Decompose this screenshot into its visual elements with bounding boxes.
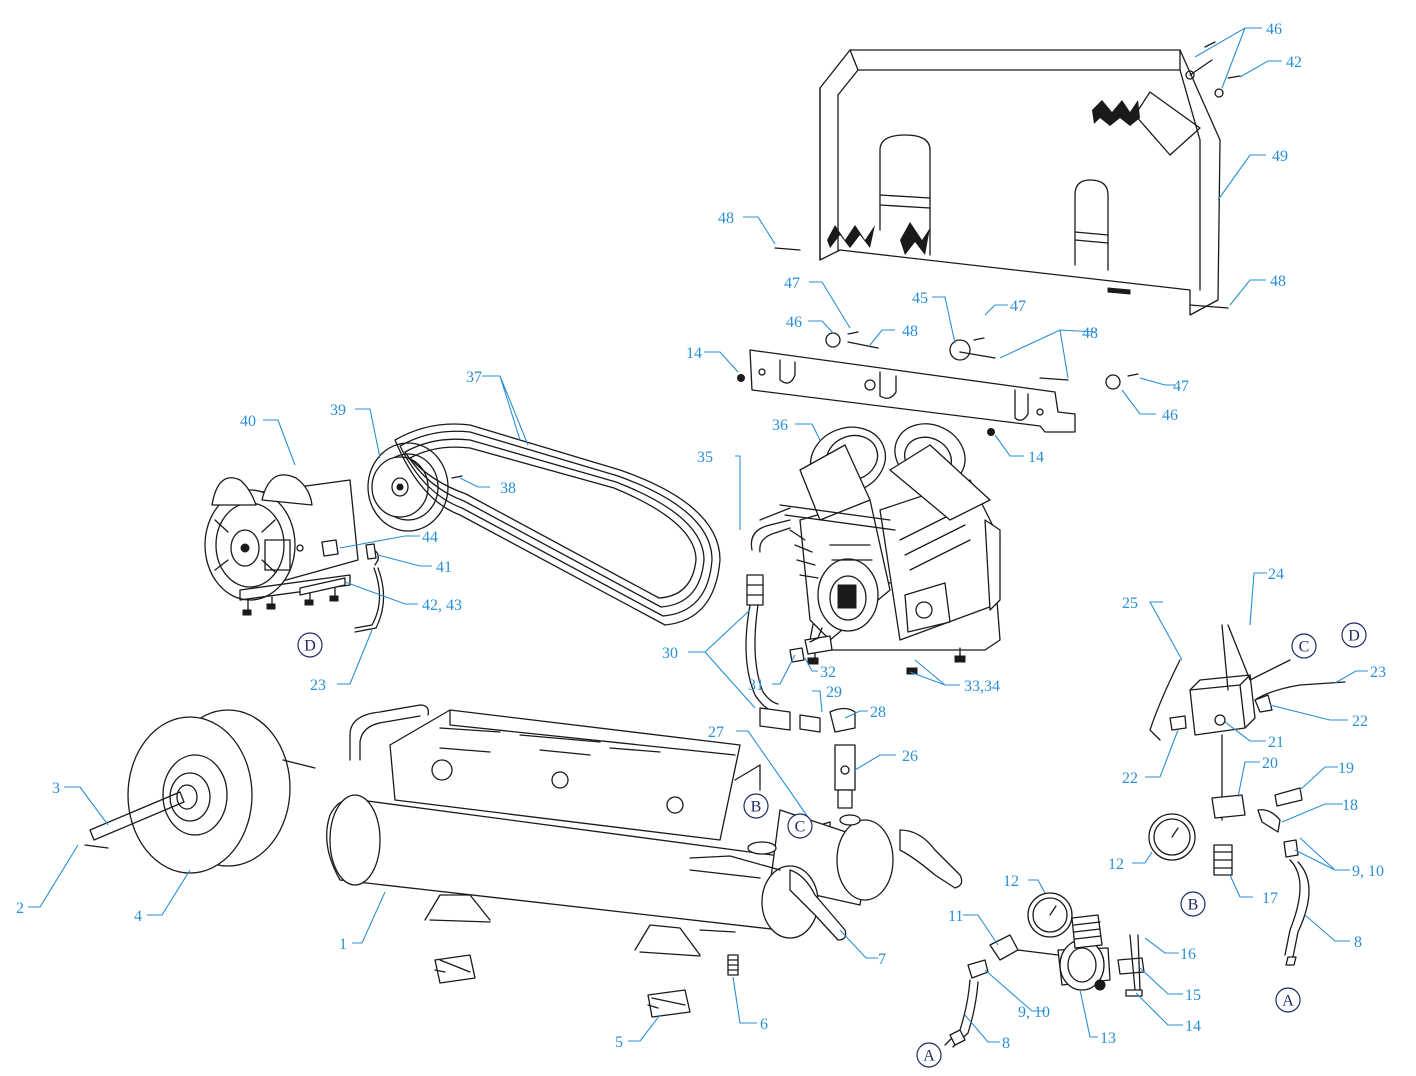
callout-42-43: 42, 43 xyxy=(422,597,462,614)
callout-7: 7 xyxy=(878,951,886,968)
rubber-feet xyxy=(434,954,691,1018)
callout-48-c: 48 xyxy=(902,323,918,340)
callout-27: 27 xyxy=(708,724,724,741)
callout-44: 44 xyxy=(422,529,438,546)
callout-19: 19 xyxy=(1338,760,1354,777)
connector-a-left: A xyxy=(916,1042,942,1068)
callout-21: 21 xyxy=(1268,734,1284,751)
callout-31: 31 xyxy=(748,677,764,694)
callout-23-left: 23 xyxy=(310,677,326,694)
motor-pulley xyxy=(367,442,463,532)
callout-24: 24 xyxy=(1268,566,1284,583)
callout-37: 37 xyxy=(466,369,482,386)
callout-3: 3 xyxy=(52,780,60,797)
connector-c-switch: C xyxy=(1291,633,1317,659)
callout-46-c: 46 xyxy=(1162,407,1178,424)
callout-14-b: 14 xyxy=(1028,449,1044,466)
callout-labels: 46 42 49 48 48 47 45 47 46 48 48 14 47 4… xyxy=(16,21,1386,1052)
callout-12-right: 12 xyxy=(1108,856,1124,873)
svg-text:A: A xyxy=(923,1048,935,1065)
callout-22-left: 22 xyxy=(1122,770,1138,787)
callout-30: 30 xyxy=(662,645,678,662)
callout-20: 20 xyxy=(1262,755,1278,772)
callout-4: 4 xyxy=(134,908,142,925)
connector-c-tank: C xyxy=(787,813,813,839)
svg-text:C: C xyxy=(1299,639,1310,656)
callout-16: 16 xyxy=(1180,946,1196,963)
callout-48-d: 48 xyxy=(1082,325,1098,342)
callout-47-b: 47 xyxy=(1010,298,1026,315)
air-tank-assembly xyxy=(326,704,963,957)
connector-b-manifold: B xyxy=(1180,891,1206,917)
pressure-switch xyxy=(1149,624,1346,821)
svg-text:D: D xyxy=(304,638,316,655)
svg-text:C: C xyxy=(795,819,806,836)
callout-6: 6 xyxy=(760,1016,768,1033)
manifold-assembly xyxy=(1148,787,1310,958)
callout-42: 42 xyxy=(1286,54,1302,71)
callout-41: 41 xyxy=(436,559,452,576)
callout-32: 32 xyxy=(820,664,836,681)
v-belt xyxy=(394,423,721,626)
belt-guard xyxy=(819,49,1221,316)
belt-guard-bracket xyxy=(749,349,1076,433)
callout-9-10-left: 9, 10 xyxy=(1018,1004,1050,1021)
callout-9-10-right: 9, 10 xyxy=(1352,863,1384,880)
callout-29: 29 xyxy=(826,684,842,701)
callout-47-a: 47 xyxy=(784,275,800,292)
callout-33-34: 33,34 xyxy=(964,678,1000,695)
svg-text:B: B xyxy=(1188,897,1199,914)
connector-b-tank: B xyxy=(743,793,769,819)
connector-markers: D B C C D B A A xyxy=(297,622,1367,1068)
svg-text:B: B xyxy=(751,799,762,816)
callout-12-left: 12 xyxy=(1003,873,1019,890)
connector-d-switch: D xyxy=(1341,622,1367,648)
callout-14-c: 14 xyxy=(1185,1018,1201,1035)
callout-8-left: 8 xyxy=(1002,1035,1010,1052)
connector-a-right: A xyxy=(1275,987,1301,1013)
callout-47-c: 47 xyxy=(1173,378,1189,395)
wheel xyxy=(84,709,316,874)
callout-48-left: 48 xyxy=(718,210,734,227)
callout-26: 26 xyxy=(902,748,918,765)
motor xyxy=(204,474,359,616)
callout-48-right: 48 xyxy=(1270,273,1286,290)
svg-text:D: D xyxy=(1348,628,1360,645)
motor-fittings xyxy=(321,539,385,633)
callout-35: 35 xyxy=(697,449,713,466)
callout-17: 17 xyxy=(1262,890,1278,907)
callout-18: 18 xyxy=(1342,797,1358,814)
callout-1: 1 xyxy=(339,936,347,953)
callout-46-top: 46 xyxy=(1266,21,1282,38)
callout-13: 13 xyxy=(1100,1030,1116,1047)
callout-14-a: 14 xyxy=(686,345,702,362)
callout-49: 49 xyxy=(1272,148,1288,165)
connector-d-motor: D xyxy=(297,632,323,658)
callout-2: 2 xyxy=(16,900,24,917)
callout-8-right: 8 xyxy=(1354,934,1362,951)
callout-28: 28 xyxy=(870,704,886,721)
leader-lines xyxy=(28,27,1368,1043)
callout-39: 39 xyxy=(330,402,346,419)
callout-40: 40 xyxy=(240,413,256,430)
svg-text:A: A xyxy=(1282,993,1294,1010)
regulator-assembly xyxy=(944,892,1297,1048)
callout-38: 38 xyxy=(500,480,516,497)
drain-valve xyxy=(727,954,739,976)
callout-46-b: 46 xyxy=(786,314,802,331)
air-pump xyxy=(759,423,1001,675)
callout-22-right: 22 xyxy=(1352,713,1368,730)
callout-15: 15 xyxy=(1185,987,1201,1004)
callout-11: 11 xyxy=(948,908,963,925)
callout-23-right: 23 xyxy=(1370,664,1386,681)
callout-25: 25 xyxy=(1122,595,1138,612)
callout-5: 5 xyxy=(615,1034,623,1051)
callout-36: 36 xyxy=(772,417,788,434)
callout-45: 45 xyxy=(912,290,928,307)
